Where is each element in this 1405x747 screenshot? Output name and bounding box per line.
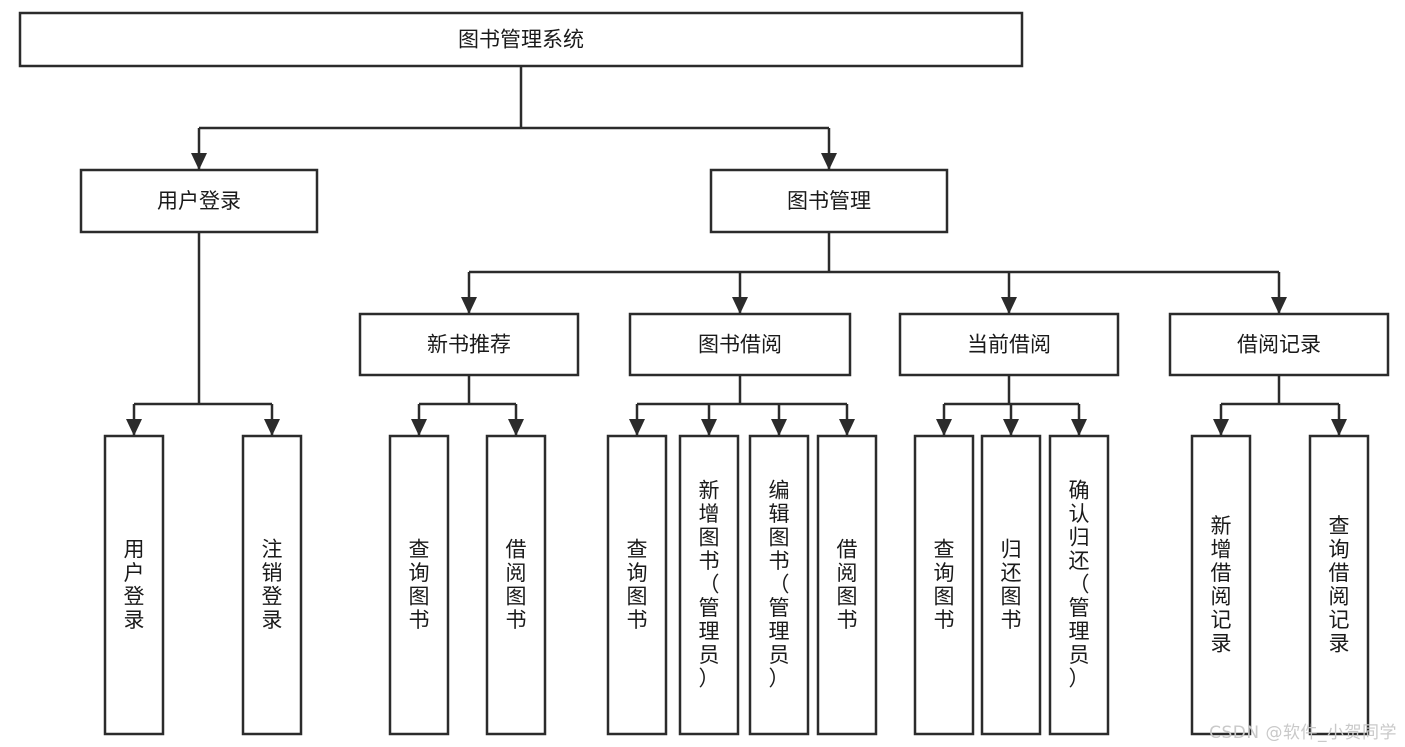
arrow-head-icon	[411, 419, 427, 436]
level2-node-1-图书借阅[interactable]: 图书借阅	[628, 312, 852, 377]
leaf-node-1-注销登录[interactable]: 注销登录	[241, 434, 303, 736]
arrow-head-icon	[839, 419, 855, 436]
arrow-head-icon	[1003, 419, 1019, 436]
level2-node-2-当前借阅[interactable]: 当前借阅	[898, 312, 1120, 377]
node-rect[interactable]	[628, 312, 852, 377]
node-label: 借阅记录	[1237, 333, 1321, 357]
node-rect[interactable]	[18, 11, 1024, 68]
leaf-node-10-确认归还管理员[interactable]: 确认归还（管理员）	[1048, 434, 1110, 736]
node-label: 用户登录	[157, 189, 241, 213]
leaf-node-8-查询图书[interactable]: 查询图书	[913, 434, 975, 736]
node-label: 查询图书	[409, 537, 430, 632]
leaf-node-7-借阅图书[interactable]: 借阅图书	[816, 434, 878, 736]
node-rect[interactable]	[241, 434, 303, 736]
arrow-head-icon	[629, 419, 645, 436]
node-label: 注销登录	[262, 537, 283, 632]
node-rect[interactable]	[606, 434, 668, 736]
arrow-head-icon	[1071, 419, 1087, 436]
arrow-head-icon	[1331, 419, 1347, 436]
arrow-head-icon	[264, 419, 280, 436]
arrow-head-icon	[508, 419, 524, 436]
node-rect[interactable]	[980, 434, 1042, 736]
arrow-head-icon	[461, 297, 477, 314]
level2-node-3-借阅记录[interactable]: 借阅记录	[1168, 312, 1390, 377]
node-rect[interactable]	[1168, 312, 1390, 377]
leaf-node-11-新增借阅记录[interactable]: 新增借阅记录	[1190, 434, 1252, 736]
node-label: 查询图书	[934, 537, 955, 632]
arrow-head-icon	[821, 153, 837, 170]
node-label: 用户登录	[124, 537, 145, 632]
node-label: 查询借阅记录	[1329, 514, 1350, 656]
node-label: 编辑图书（管理员）	[769, 479, 790, 691]
leaf-node-4-查询图书[interactable]: 查询图书	[606, 434, 668, 736]
node-rect[interactable]	[485, 434, 547, 736]
node-rect[interactable]	[748, 434, 810, 736]
arrow-head-icon	[1213, 419, 1229, 436]
node-rect[interactable]	[1308, 434, 1370, 736]
level1-node-0-用户登录[interactable]: 用户登录	[79, 168, 319, 234]
node-rect[interactable]	[103, 434, 165, 736]
node-layer: 图书管理系统用户登录图书管理新书推荐图书借阅当前借阅借阅记录用户登录注销登录查询…	[18, 11, 1390, 736]
connector-layer	[126, 66, 1347, 436]
root-node-0-图书管理系统[interactable]: 图书管理系统	[18, 11, 1024, 68]
leaf-node-12-查询借阅记录[interactable]: 查询借阅记录	[1308, 434, 1370, 736]
arrow-head-icon	[1271, 297, 1287, 314]
leaf-node-0-用户登录[interactable]: 用户登录	[103, 434, 165, 736]
node-label: 借阅图书	[506, 537, 527, 632]
node-label: 新增图书（管理员）	[699, 479, 720, 691]
level2-node-0-新书推荐[interactable]: 新书推荐	[358, 312, 580, 377]
node-label: 图书管理系统	[458, 28, 584, 52]
arrow-head-icon	[936, 419, 952, 436]
arrow-head-icon	[771, 419, 787, 436]
leaf-node-6-编辑图书管理员[interactable]: 编辑图书（管理员）	[748, 434, 810, 736]
arrow-head-icon	[126, 419, 142, 436]
node-label: 归还图书	[1001, 537, 1022, 632]
node-label: 借阅图书	[837, 537, 858, 632]
node-label: 查询图书	[627, 537, 648, 632]
node-label: 当前借阅	[967, 333, 1051, 357]
node-rect[interactable]	[816, 434, 878, 736]
arrow-head-icon	[1001, 297, 1017, 314]
node-rect[interactable]	[678, 434, 740, 736]
level1-node-1-图书管理[interactable]: 图书管理	[709, 168, 949, 234]
node-rect[interactable]	[1048, 434, 1110, 736]
leaf-node-2-查询图书[interactable]: 查询图书	[388, 434, 450, 736]
node-label: 确认归还（管理员）	[1069, 479, 1090, 691]
leaf-node-5-新增图书管理员[interactable]: 新增图书（管理员）	[678, 434, 740, 736]
leaf-node-3-借阅图书[interactable]: 借阅图书	[485, 434, 547, 736]
node-label: 图书管理	[787, 189, 871, 213]
node-rect[interactable]	[358, 312, 580, 377]
node-label: 图书借阅	[698, 333, 782, 357]
arrow-head-icon	[732, 297, 748, 314]
leaf-node-9-归还图书[interactable]: 归还图书	[980, 434, 1042, 736]
arrow-head-icon	[701, 419, 717, 436]
node-rect[interactable]	[1190, 434, 1252, 736]
node-rect[interactable]	[388, 434, 450, 736]
node-rect[interactable]	[709, 168, 949, 234]
node-rect[interactable]	[913, 434, 975, 736]
node-rect[interactable]	[79, 168, 319, 234]
node-label: 新书推荐	[427, 333, 511, 357]
node-rect[interactable]	[898, 312, 1120, 377]
node-label: 新增借阅记录	[1211, 514, 1232, 656]
arrow-head-icon	[191, 153, 207, 170]
